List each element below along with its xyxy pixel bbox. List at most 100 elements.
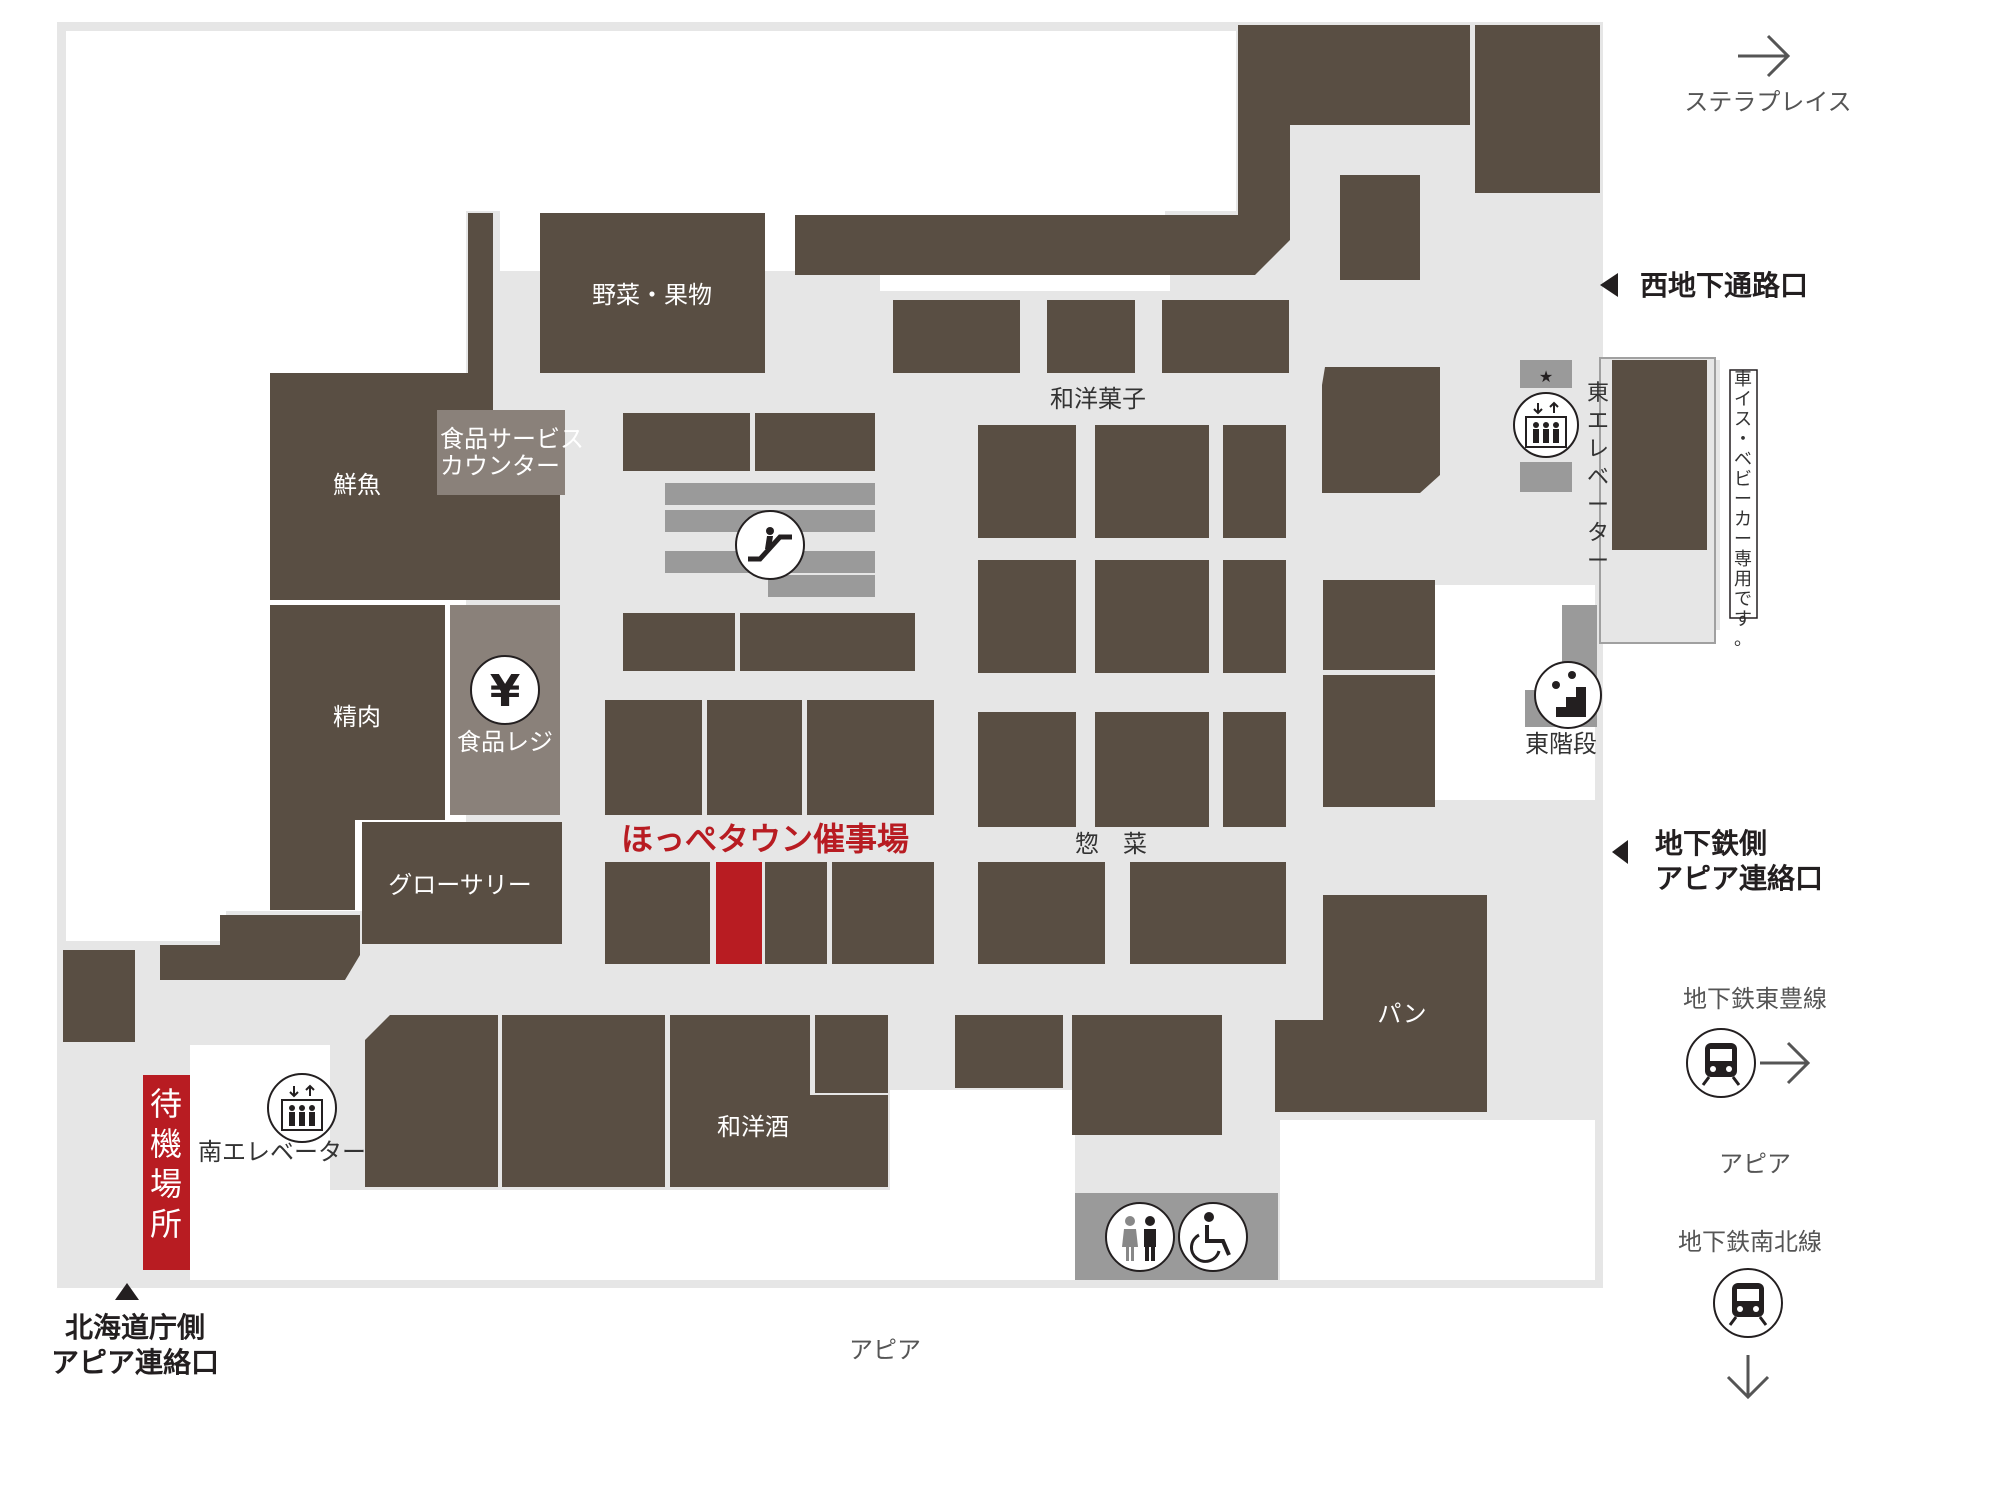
zone-sweets: 和洋菓子 — [1050, 385, 1146, 413]
shop-east-mid-1 — [1323, 580, 1435, 670]
zone-fish: 鮮魚 — [333, 471, 381, 499]
apia-bottom-label: アピア — [849, 1336, 921, 1364]
shop-south-1 — [365, 1015, 498, 1187]
toho-train-icon[interactable] — [1686, 1028, 1756, 1098]
toho-line-label[interactable]: 地下鉄東豊線 — [1683, 985, 1827, 1013]
open-area-left-low — [66, 911, 226, 941]
toho-arrow-icon — [1760, 1041, 1811, 1085]
zone-vegetables: 野菜・果物 — [592, 281, 712, 309]
shop-south-3 — [815, 1015, 888, 1093]
east-elevator-icon[interactable] — [1513, 392, 1579, 458]
hokkaido-side-exit-2[interactable]: アピア連絡口 — [51, 1346, 219, 1379]
facility-labels: 南エレベーター 東階段 ★ — [198, 367, 1597, 1166]
nanboku-arrow-icon — [1726, 1355, 1770, 1400]
shop-grid-9 — [1223, 712, 1286, 827]
open-area-bottom-right — [1280, 1120, 1595, 1280]
hokkaido-exit-arrow-icon — [115, 1283, 139, 1300]
shop-bread — [1275, 895, 1487, 1112]
wheelchair-icon[interactable] — [1178, 1202, 1248, 1272]
yen-icon[interactable]: ¥ — [470, 655, 540, 725]
vertical-labels: 東エレベーター 車イス・ベビーカー専用です。 待機場所 — [150, 369, 1752, 1243]
shop-row2-a — [623, 613, 735, 671]
shop-liquor — [670, 1015, 888, 1187]
zone-deli: 惣 菜 — [1075, 830, 1147, 858]
shop-east-upper — [1322, 367, 1440, 493]
shop-event-5 — [765, 862, 827, 964]
food-service-counter — [437, 410, 565, 495]
west-exit-arrow-icon — [1600, 273, 1618, 297]
escalator-bar-1 — [665, 483, 875, 505]
shop-grid-6 — [1223, 560, 1286, 673]
shop-top-stellar — [795, 25, 1470, 275]
shop-east-right — [1612, 360, 1707, 550]
waiting-area-label: 待機場所 — [150, 1085, 182, 1243]
east-stairs-label: 東階段 — [1525, 730, 1597, 758]
exit-labels: 西地下通路口 地下鉄側 アピア連絡口 北海道庁側 アピア連絡口 — [51, 269, 1823, 1379]
shop-row1-a — [623, 413, 750, 471]
open-area-bottom — [190, 1190, 1070, 1280]
shop-left-strip — [270, 820, 355, 910]
zone-labels: 野菜・果物 鮮魚 精肉 グローサリー 食品サービス カウンター 食品レジ 和洋菓… — [333, 281, 1427, 1141]
shop-right-upper — [1340, 175, 1420, 280]
wheelchair-note: 車イス・ベビーカー専用です。 — [1734, 369, 1752, 650]
shops — [63, 25, 1707, 1187]
hokkaido-side-exit-1[interactable]: 北海道庁側 — [65, 1311, 205, 1344]
stellar-arrow-icon — [1738, 34, 1791, 78]
zone-food-service-1: 食品サービス — [440, 425, 584, 453]
shop-row1-b — [755, 413, 875, 471]
escalator-icon[interactable] — [735, 510, 805, 580]
shop-left-step — [160, 915, 360, 980]
nanboku-train-icon[interactable] — [1713, 1268, 1783, 1338]
shop-row2-b — [740, 613, 915, 671]
zone-register: 食品レジ — [457, 728, 553, 756]
apia-right-label: アピア — [1719, 1150, 1791, 1178]
shop-grid-8 — [1095, 712, 1209, 827]
shop-event-3 — [807, 700, 934, 815]
shop-event-6 — [832, 862, 934, 964]
subway-side-exit-1[interactable]: 地下鉄側 — [1655, 827, 1767, 860]
subway-side-exit-2[interactable]: アピア連絡口 — [1655, 862, 1823, 895]
shop-grid-1 — [978, 425, 1076, 538]
south-elevator-label: 南エレベーター — [198, 1138, 366, 1166]
restroom-icon[interactable] — [1105, 1202, 1175, 1272]
south-elevator-icon[interactable] — [267, 1073, 337, 1143]
shop-grid-2 — [1095, 425, 1209, 538]
zone-liquor: 和洋酒 — [717, 1113, 789, 1141]
open-area-mid2 — [880, 271, 1170, 291]
map-icons: ¥ — [267, 392, 1783, 1338]
shop-event-2 — [707, 700, 802, 815]
shop-top-right — [1475, 25, 1600, 193]
zone-food-service-2: カウンター — [440, 452, 560, 480]
shop-meat — [270, 605, 445, 820]
west-underground-exit[interactable]: 西地下通路口 — [1640, 269, 1808, 302]
shop-top-small-2 — [1047, 300, 1135, 373]
star-mark: ★ — [1539, 367, 1553, 386]
shop-vegetables — [540, 213, 765, 373]
zone-grocery: グローサリー — [388, 871, 532, 899]
shop-grid-5 — [1095, 560, 1209, 673]
waiting-area — [143, 1075, 190, 1270]
shop-top-small-3 — [1162, 300, 1289, 373]
escalator-bar-4 — [768, 575, 875, 597]
shop-v-strip — [468, 213, 493, 373]
shop-deli-2 — [1130, 862, 1286, 964]
shop-deli-1 — [978, 862, 1105, 964]
stellar-place-label[interactable]: ステラプレイス — [1684, 88, 1851, 116]
wheelchair-note-box — [1729, 369, 1758, 619]
east-elevator-label: 東エレベーター — [1587, 381, 1609, 574]
shop-grid-3 — [1223, 425, 1286, 538]
elevator-top-block — [1520, 360, 1572, 388]
surroundings: ステラプレイス アピア アピア 地下鉄東豊線 地下鉄南北線 — [849, 34, 1852, 1400]
shop-event-1 — [605, 700, 702, 815]
shop-grid-7 — [978, 712, 1076, 827]
svg-text:¥: ¥ — [490, 666, 521, 717]
nanboku-line-label[interactable]: 地下鉄南北線 — [1678, 1228, 1822, 1256]
shop-south-4 — [955, 1015, 1063, 1088]
event-space-label: ほっぺタウン催事場 — [621, 820, 909, 858]
event-space-highlight — [716, 862, 762, 964]
east-stairs-icon[interactable] — [1534, 661, 1602, 729]
elevator-bottom-block — [1520, 462, 1572, 492]
shop-left-small — [63, 950, 135, 1042]
shop-top-small-1 — [893, 300, 1020, 373]
